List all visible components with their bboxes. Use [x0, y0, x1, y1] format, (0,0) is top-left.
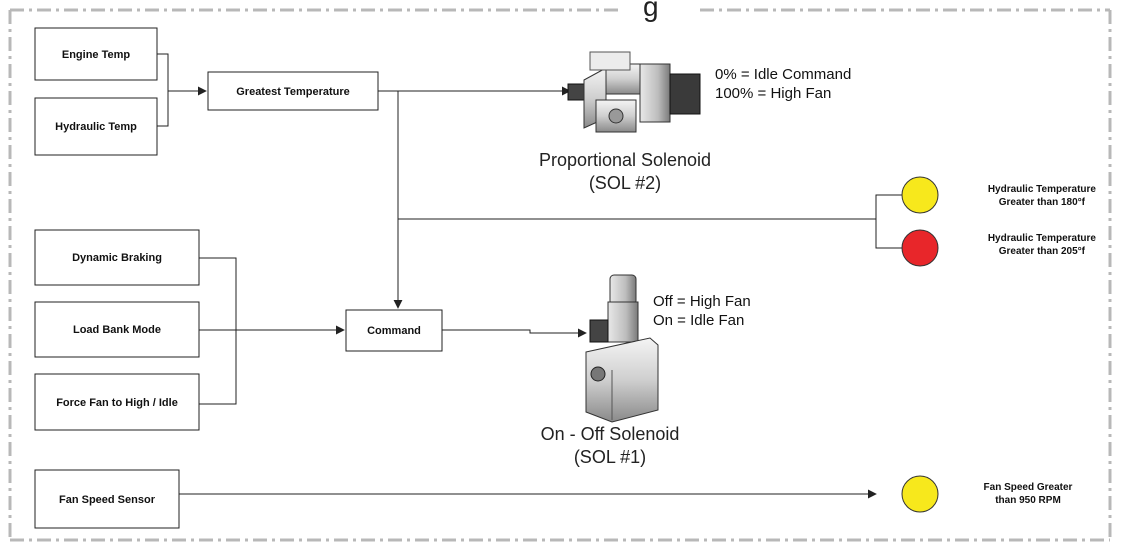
proportional-note-line2: 100% = High Fan — [715, 85, 831, 102]
indicator-fan-speed-line1: Fan Speed Greater — [984, 482, 1073, 493]
hydraulic-temp-connector — [157, 91, 169, 127]
load-bank-mode-label: Load Bank Mode — [73, 324, 161, 336]
indicator-fork — [875, 194, 905, 249]
indicator-hydraulic-205-line1: Hydraulic Temperature — [988, 233, 1097, 244]
dashed-border — [8, 8, 1112, 542]
yellow-indicator-light — [901, 176, 939, 214]
onoff-caption-line1: On - Off Solenoid — [541, 424, 680, 444]
indicator-fan-speed: Fan Speed Greater than 950 RPM — [901, 475, 1073, 513]
hydraulic-temp-box: Hydraulic Temp — [34, 97, 158, 156]
indicator-hydraulic-180-line1: Hydraulic Temperature — [988, 184, 1097, 195]
greatest-temperature-box: Greatest Temperature — [207, 71, 379, 111]
force-fan-box: Force Fan to High / Idle — [34, 373, 200, 431]
command-box: Command — [345, 309, 443, 352]
dynamic-braking-connector — [199, 257, 237, 405]
onoff-solenoid-image — [585, 274, 659, 423]
engine-temp-label: Engine Temp — [62, 49, 131, 61]
proportional-caption-line2: (SOL #2) — [589, 173, 661, 193]
command-to-onoff-arrow — [442, 328, 587, 338]
proportional-caption-line1: Proportional Solenoid — [539, 150, 711, 170]
engine-temp-connector — [157, 53, 169, 91]
fan-speed-sensor-label: Fan Speed Sensor — [59, 494, 156, 506]
dynamic-braking-label: Dynamic Braking — [72, 252, 162, 264]
force-fan-label: Force Fan to High / Idle — [56, 397, 178, 409]
hydraulic-temp-label: Hydraulic Temp — [55, 121, 137, 133]
command-label: Command — [367, 325, 421, 337]
dynamic-braking-box: Dynamic Braking — [34, 229, 200, 286]
proportional-note-line1: 0% = Idle Command — [715, 66, 851, 83]
onoff-caption-line2: (SOL #1) — [574, 447, 646, 467]
load-bank-mode-box: Load Bank Mode — [34, 301, 200, 358]
indicator-hydraulic-180-line2: Greater than 180°f — [999, 197, 1086, 208]
indicator-hydraulic-180: Hydraulic Temperature Greater than 180°f — [901, 176, 1097, 214]
greatest-temperature-label: Greatest Temperature — [236, 86, 350, 98]
indicator-fan-speed-line2: than 950 RPM — [995, 495, 1061, 506]
onoff-note-line2: On = Idle Fan — [653, 312, 744, 329]
proportional-solenoid-image — [567, 51, 701, 133]
engine-temp-box: Engine Temp — [34, 27, 158, 81]
fan-speed-sensor-box: Fan Speed Sensor — [34, 469, 180, 529]
onoff-note-line1: Off = High Fan — [653, 293, 751, 310]
red-indicator-light — [901, 229, 939, 267]
indicator-hydraulic-205-line2: Greater than 205°f — [999, 246, 1086, 257]
title-fragment: g — [643, 0, 659, 22]
yellow-indicator-light — [901, 475, 939, 513]
indicator-hydraulic-205: Hydraulic Temperature Greater than 205°f — [901, 229, 1097, 267]
connectors — [157, 53, 905, 499]
